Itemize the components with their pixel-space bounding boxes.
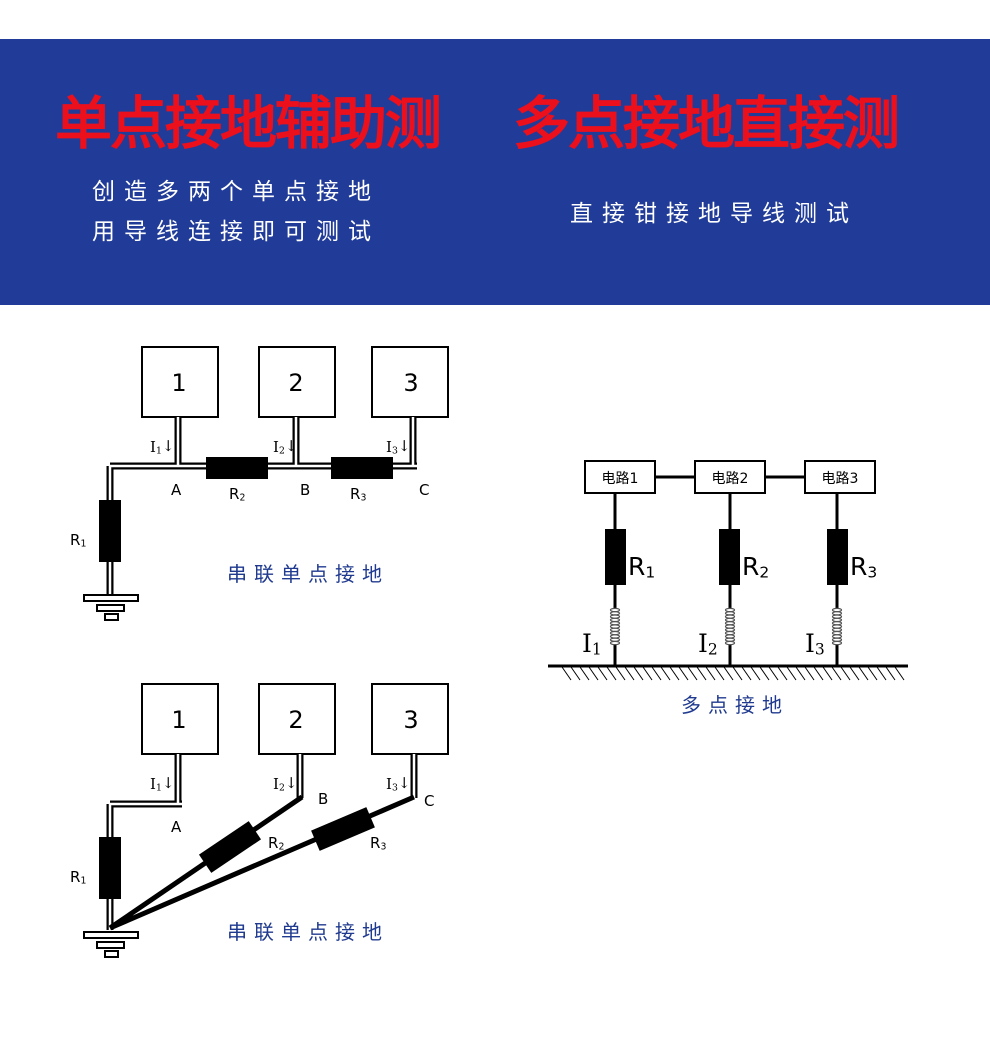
- circuit-box-3: [804, 460, 876, 494]
- inductor-label: I1: [582, 629, 602, 658]
- box-label: 3: [403, 706, 418, 734]
- resistor-r1: [605, 529, 626, 585]
- caption: 串联单点接地: [227, 920, 389, 944]
- resistor-label: R1: [70, 531, 86, 549]
- node-label: B: [300, 481, 310, 499]
- inductor-icon: [831, 607, 843, 646]
- current-label: I3↓: [386, 437, 410, 456]
- resistor-label: R3: [370, 834, 386, 852]
- current-label: I3↓: [386, 774, 410, 793]
- diagram-multi-point: 电路1 电路2 电路3 R1 R2 R3 I1 I2 I3 多点接地: [548, 460, 908, 717]
- box-label: 2: [288, 706, 303, 734]
- node-label: C: [419, 481, 429, 499]
- box-2: [258, 683, 336, 755]
- resistor-label: R3: [850, 552, 877, 581]
- node-label: B: [318, 790, 328, 808]
- resistor-label: R1: [628, 552, 655, 581]
- box-label: 2: [288, 369, 303, 397]
- inductor-icon: [609, 607, 621, 646]
- node-label: A: [171, 481, 182, 499]
- inductor-label: I2: [698, 629, 718, 658]
- resistor-r1: [99, 837, 121, 899]
- ground-icon: [83, 931, 139, 958]
- title-multi-point: 多点接地直接测: [513, 90, 900, 157]
- resistor-label: R1: [70, 868, 86, 886]
- current-label: I2↓: [273, 774, 297, 793]
- subtitle-right: 直接钳接地导线测试: [570, 201, 858, 227]
- box-3: [371, 346, 449, 418]
- ground-icon: [83, 594, 139, 621]
- box-1: [141, 683, 219, 755]
- resistor-r3: [331, 457, 393, 479]
- resistor-r1: [99, 500, 121, 562]
- diagram-series-single-point-1: 1 2 3 I1↓ I2↓ I3↓ A B C R1 R2 R3 串联单点接地: [70, 346, 449, 621]
- title-single-point: 单点接地辅助测: [55, 90, 442, 157]
- inductor-icon: [724, 607, 736, 646]
- resistor-r3: [311, 807, 375, 851]
- current-label: I1↓: [150, 774, 174, 793]
- node-label: C: [424, 792, 434, 810]
- circuit-box-2: [694, 460, 766, 494]
- current-label: I1↓: [150, 437, 174, 456]
- circuit-label: 电路2: [712, 471, 749, 487]
- current-label: I2↓: [273, 437, 297, 456]
- resistor-label: R3: [350, 485, 366, 503]
- node-label: A: [171, 818, 182, 836]
- ground-hatch: [561, 666, 905, 681]
- inductor-label: I3: [805, 629, 825, 658]
- resistor-label: R2: [229, 485, 245, 503]
- box-label: 1: [171, 706, 186, 734]
- box-label: 3: [403, 369, 418, 397]
- subtitle-left-line1: 创造多两个单点接地: [92, 179, 380, 205]
- caption: 串联单点接地: [227, 562, 389, 586]
- circuit-box-1: [584, 460, 656, 494]
- circuit-label: 电路1: [602, 471, 639, 487]
- diagram-series-single-point-2: 1 2 3 I1↓ I2↓ I3↓ A B C R1 R2 R3 串联单点接地: [70, 683, 449, 958]
- resistor-r2: [198, 821, 262, 873]
- box-label: 1: [171, 369, 186, 397]
- circuit-label: 电路3: [822, 471, 859, 487]
- header-banner: [0, 39, 990, 305]
- box-2: [258, 346, 336, 418]
- resistor-r2: [719, 529, 740, 585]
- resistor-r2: [206, 457, 268, 479]
- box-3: [371, 683, 449, 755]
- subtitle-left-line2: 用导线连接即可测试: [92, 219, 380, 245]
- box-1: [141, 346, 219, 418]
- resistor-label: R2: [268, 834, 284, 852]
- caption: 多点接地: [681, 693, 789, 717]
- resistor-label: R2: [742, 552, 769, 581]
- resistor-r3: [827, 529, 848, 585]
